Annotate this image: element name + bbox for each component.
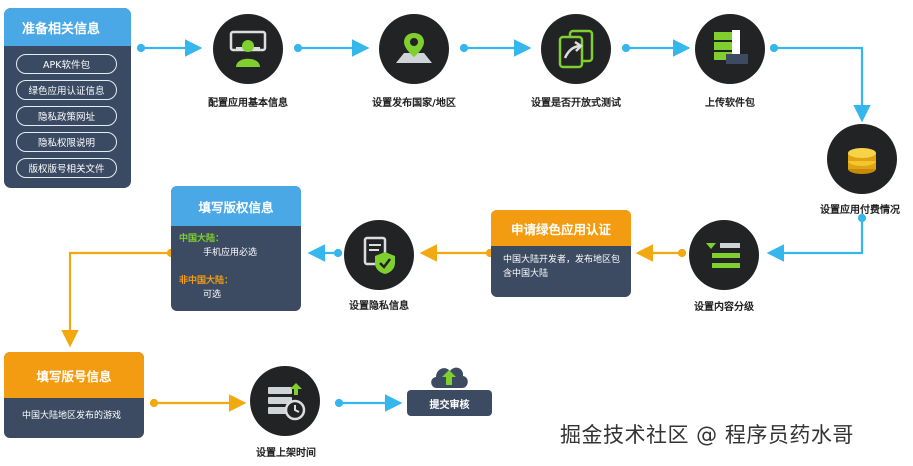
copyright-mainland-label: 中国大陆： — [179, 234, 225, 244]
coins-icon — [848, 148, 876, 174]
prep-item-privacy-url: 隐私政策网址 — [16, 106, 117, 126]
open-test-label: 设置是否开放式测试 — [531, 98, 621, 109]
copyright-title: 填写版权信息 — [171, 186, 301, 226]
payment-step — [827, 124, 897, 194]
license-card: 填写版号信息 中国大陆地区发布的游戏 — [4, 352, 144, 438]
arrow-license-to-time — [149, 394, 247, 412]
prep-item-green-cert: 绿色应用认证信息 — [16, 80, 117, 100]
arrow-rating-to-green — [635, 244, 687, 262]
prep-item-copyright-docs: 版权版号相关文件 — [16, 158, 117, 178]
cloud-upload-icon — [431, 367, 468, 388]
green-cert-body: 中国大陆开发者，发布地区包含中国大陆 — [503, 255, 621, 279]
country-step — [379, 14, 449, 84]
release-time-label: 设置上架时间 — [256, 448, 316, 459]
green-cert-title: 申请绿色应用认证 — [491, 210, 631, 246]
copyright-card: 填写版权信息 中国大陆： 手机应用必选 非中国大陆： 可选 — [171, 186, 301, 311]
privacy-shield-icon — [363, 236, 395, 274]
privacy-label: 设置隐私信息 — [349, 301, 409, 312]
copyright-non-mainland-value: 可选 — [203, 290, 222, 300]
basic-info-label: 配置应用基本信息 — [208, 98, 288, 109]
upload-label: 上传软件包 — [705, 98, 755, 109]
arrow-copyright-to-license — [61, 248, 176, 348]
license-title: 填写版号信息 — [4, 352, 144, 398]
transfer-icon — [558, 29, 594, 69]
user-screen-icon — [229, 30, 267, 67]
arrow-green-to-privacy — [419, 244, 495, 262]
license-body: 中国大陆地区发布的游戏 — [22, 411, 122, 421]
arrow-upload-to-payment — [769, 43, 871, 123]
copyright-mainland-value: 手机应用必选 — [203, 248, 258, 258]
arrow-prep-to-basic — [136, 39, 203, 57]
green-cert-card: 申请绿色应用认证 中国大陆开发者，发布地区包含中国大陆 — [491, 210, 631, 297]
watermark-text: 掘金技术社区 @ 程序员药水哥 — [560, 423, 854, 447]
privacy-step — [344, 220, 414, 290]
basic-info-step — [213, 14, 283, 84]
arrow-test-to-upload — [621, 39, 691, 57]
prep-info-title: 准备相关信息 — [4, 8, 131, 46]
map-pin-icon — [396, 33, 432, 63]
payment-label: 设置应用付费情况 — [820, 205, 900, 216]
arrow-basic-to-country — [293, 39, 370, 57]
arrow-privacy-to-copyright — [307, 244, 343, 262]
copyright-non-mainland-label: 非中国大陆： — [179, 276, 234, 286]
prep-item-apk: APK软件包 — [16, 54, 117, 74]
rating-bars-icon — [706, 243, 740, 268]
prep-info-panel: 准备相关信息 APK软件包 绿色应用认证信息 隐私政策网址 隐私权限说明 版权版… — [4, 8, 131, 188]
open-test-step — [541, 14, 611, 84]
content-rating-label: 设置内容分级 — [694, 302, 754, 313]
prep-item-privacy-permission: 隐私权限说明 — [16, 132, 117, 152]
arrow-payment-to-rating — [766, 213, 867, 262]
arrow-time-to-submit — [334, 394, 403, 412]
release-time-step — [250, 366, 320, 436]
content-rating-step — [689, 220, 759, 290]
server-clock-icon — [268, 383, 306, 421]
submit-review-button[interactable]: 提交审核 — [407, 390, 492, 416]
arrow-country-to-test — [459, 39, 532, 57]
package-icon — [714, 30, 748, 64]
upload-step — [695, 14, 765, 84]
country-label: 设置发布国家/地区 — [372, 98, 456, 109]
